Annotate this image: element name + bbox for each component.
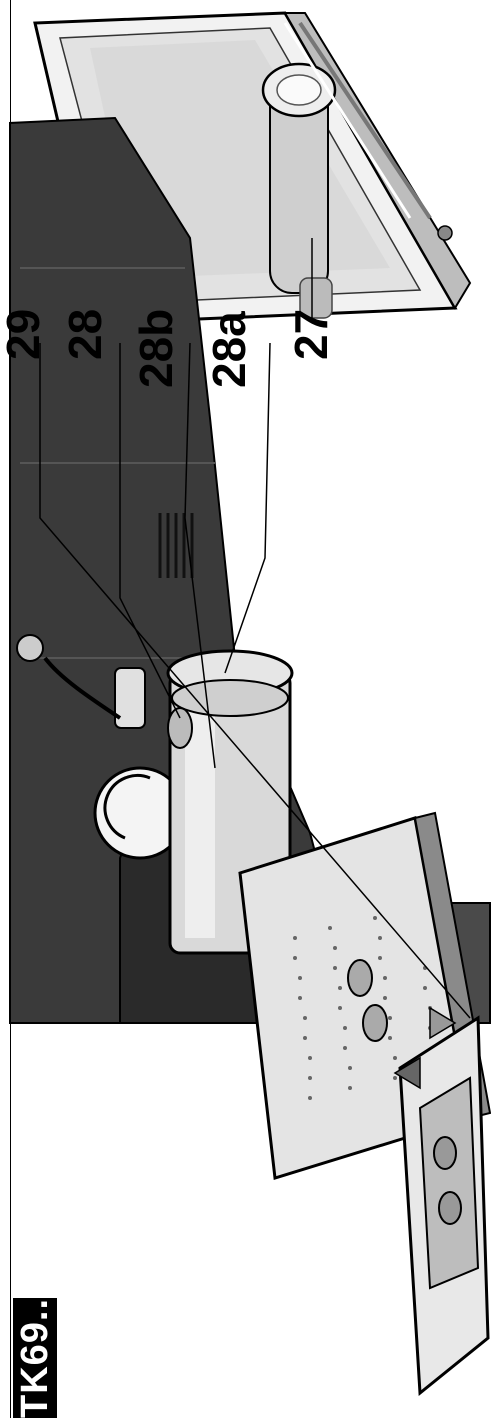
milk-container-lid [172, 680, 288, 716]
callout-29: 29 [0, 309, 46, 360]
water-filter-cartridge [263, 64, 335, 318]
callout-27: 27 [288, 309, 334, 360]
callout-28: 28 [62, 309, 108, 360]
callout-28b: 28b [133, 309, 179, 388]
callout-28a: 28a [206, 311, 252, 388]
